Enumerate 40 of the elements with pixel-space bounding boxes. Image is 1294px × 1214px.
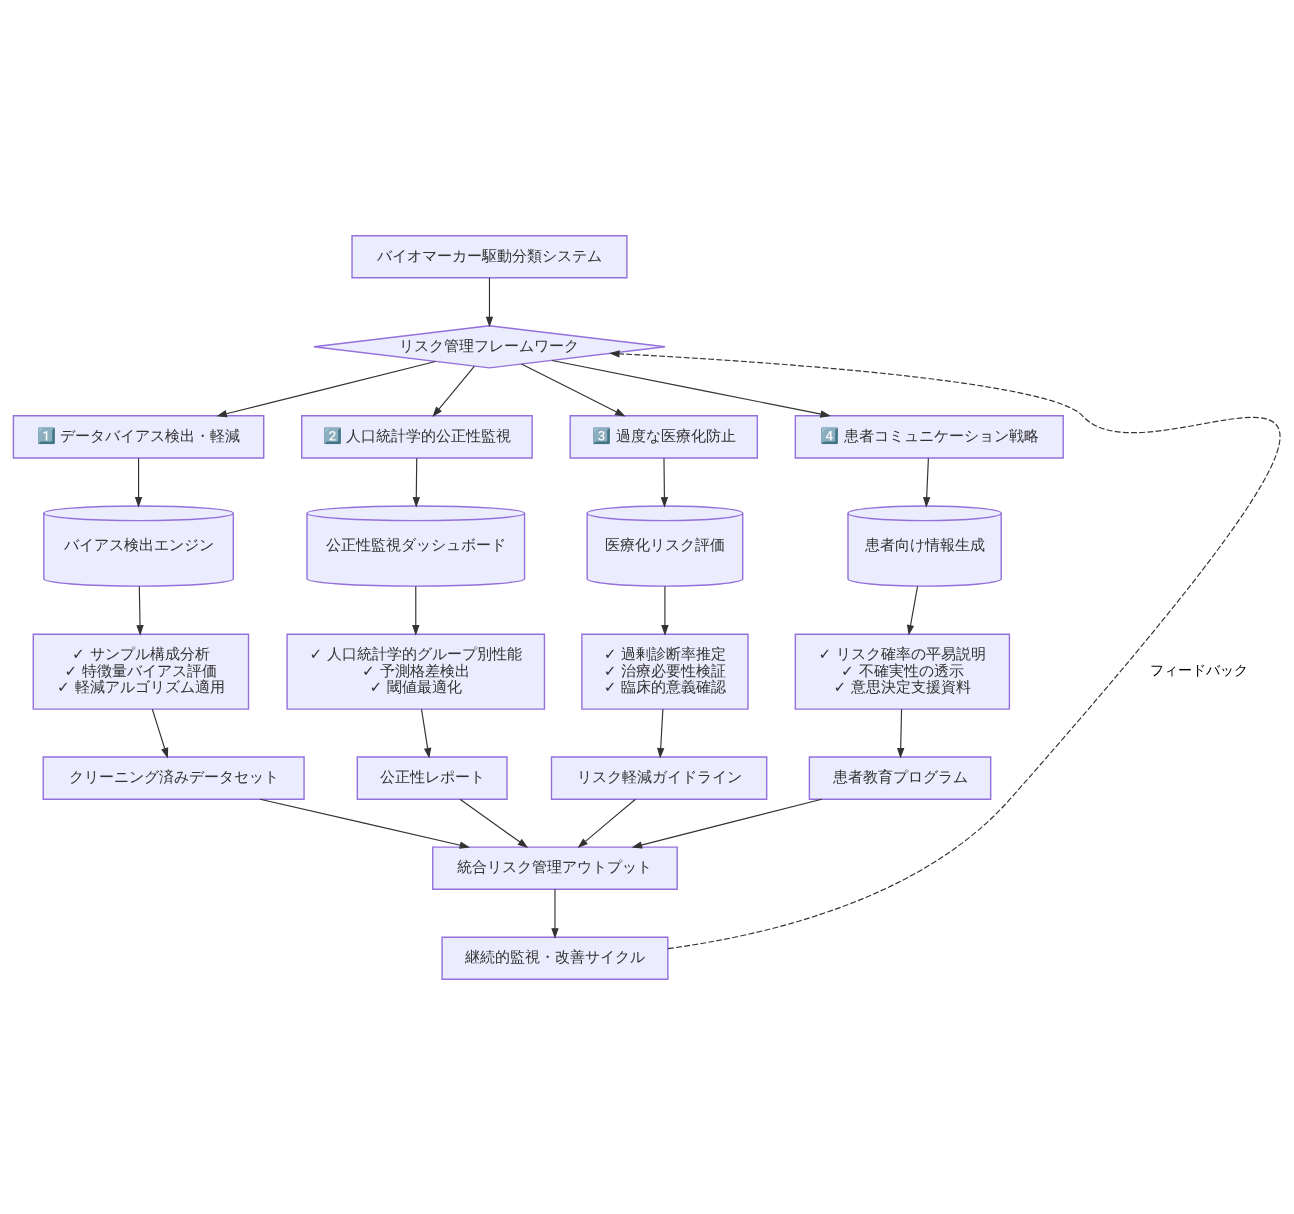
arrow [551, 359, 831, 418]
node-box: クリーニング済みデータセット [42, 755, 305, 800]
arrow [412, 457, 420, 508]
arrow [432, 365, 476, 417]
arrow [420, 708, 432, 759]
arrow [520, 363, 626, 416]
arrow [657, 708, 665, 759]
arrow [216, 360, 436, 417]
node-box: 継続的監視・改善サイクル [441, 936, 669, 980]
arrow [459, 798, 529, 848]
arrow [660, 457, 669, 508]
node-box: 1⃣ データバイアス検出・軽減 [12, 414, 265, 459]
arrow [134, 457, 143, 508]
arrow [577, 798, 637, 848]
arrow [631, 798, 823, 849]
arrow [485, 276, 494, 327]
arrow [897, 708, 905, 759]
node-box: 統合リスク管理アウトプット [432, 845, 678, 890]
edge-label: フィードバック [1149, 661, 1248, 678]
node-box: 4⃣ 患者コミュニケーション戦略 [794, 414, 1064, 459]
node-box: 患者教育プログラム [808, 755, 992, 800]
arrow [259, 798, 471, 849]
arrow [906, 585, 919, 636]
arrow [923, 457, 931, 508]
arrow [609, 349, 1281, 949]
arrow [661, 585, 669, 636]
node-box: 2⃣ 人口統計学的公正性監視 [301, 414, 533, 459]
arrow [136, 585, 144, 636]
arrow [551, 888, 559, 939]
node-box: リスク軽減ガイドライン [550, 755, 768, 800]
node-box: ✓ リスク確率の平易説明 ✓ 不確実性の透示 ✓ 意思決定支援資料 [794, 633, 1011, 710]
node-box: 公正性レポート [356, 755, 508, 800]
node-box: ✓ 過剰診断率推定 ✓ 治療必要性検証 ✓ 臨床的意義確認 [581, 633, 749, 710]
node-box: ✓ 人口統計学的グループ別性能 ✓ 予測格差検出 ✓ 閾値最適化 [286, 633, 546, 710]
node-box: バイオマーカー駆動分類システム [351, 234, 628, 278]
node-box: 3⃣ 過度な医療化防止 [569, 414, 759, 459]
node-box: ✓ サンプル構成分析 ✓ 特徴量バイアス評価 ✓ 軽減アルゴリズム適用 [32, 633, 250, 710]
arrow [412, 585, 420, 636]
arrow [151, 708, 169, 758]
node-diamond: リスク管理フレームワーク [313, 324, 666, 369]
